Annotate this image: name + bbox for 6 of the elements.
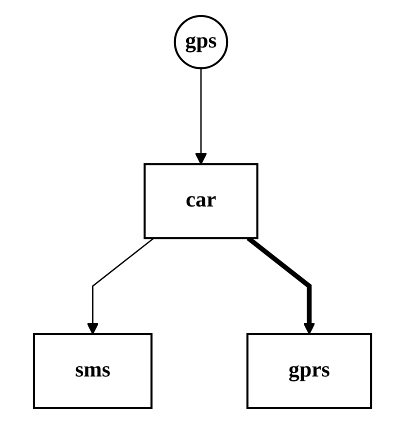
node-box: sms bbox=[33, 333, 154, 410]
node-box: gprs bbox=[246, 333, 373, 410]
arrow bbox=[87, 238, 155, 335]
node-box: car bbox=[144, 163, 259, 240]
arrow bbox=[195, 68, 208, 165]
node-circle: gps bbox=[174, 14, 229, 70]
